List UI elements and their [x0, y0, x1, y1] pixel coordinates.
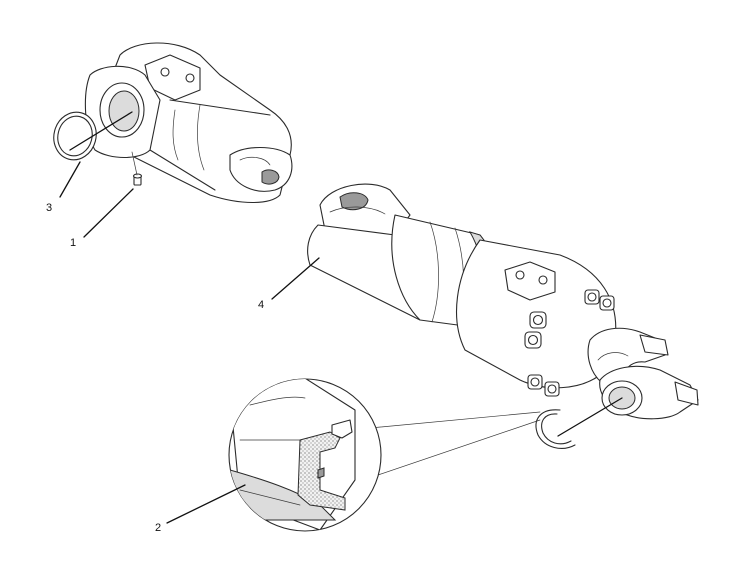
part-4-cylinder-assembly — [307, 183, 699, 420]
detail-view — [228, 378, 541, 532]
part-3-o-ring — [53, 111, 97, 161]
callout-1-label: 1 — [70, 237, 76, 249]
part-2-snap-ring — [535, 409, 576, 449]
callout-2-label: 2 — [155, 522, 161, 534]
upper-rod-end-assembly — [84, 42, 293, 203]
callout-4-label: 4 — [258, 299, 264, 311]
callout-1: 1 — [70, 188, 134, 249]
part-1-grease-fitting — [132, 173, 143, 186]
callout-3: 3 — [46, 161, 81, 214]
callout-2: 2 — [155, 484, 246, 534]
callout-4: 4 — [258, 257, 320, 311]
callout-3-label: 3 — [46, 202, 52, 214]
